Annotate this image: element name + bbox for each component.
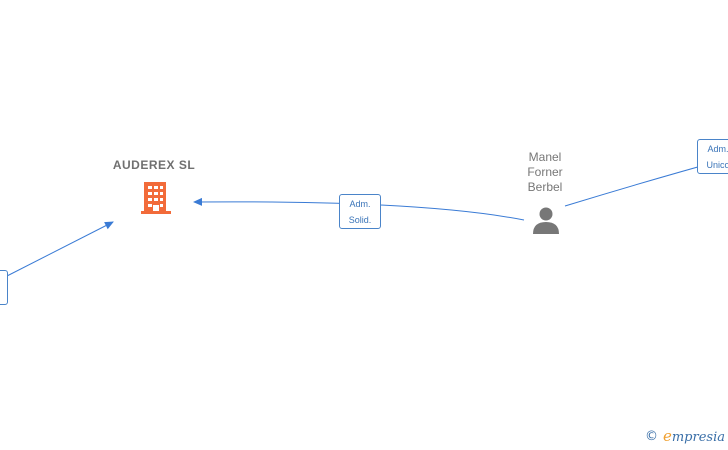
edge-person-to-company <box>193 197 525 221</box>
edge-label-line: Adm. <box>707 144 728 154</box>
edge-label-line: Adm. <box>349 199 371 209</box>
person-name[interactable]: Manel Forner Berbel <box>510 150 580 195</box>
person-name-line: Manel <box>528 150 562 164</box>
edge-label-offscreen[interactable] <box>0 270 8 305</box>
brand-name: mpresia <box>671 430 725 445</box>
edge-label-adm-solid[interactable]: Adm. Solid. <box>339 194 381 229</box>
edge-label-line: Solid. <box>348 215 372 225</box>
person-icon[interactable] <box>531 205 561 240</box>
brand-initial: e <box>662 427 672 445</box>
empresia-logo: © empresia <box>645 427 725 445</box>
person-name-line: Forner <box>527 165 563 179</box>
edge-label-adm-unico[interactable]: Adm. Unico <box>697 139 728 174</box>
edge-label-line: Unico <box>706 160 728 170</box>
person-name-line: Berbel <box>527 180 563 194</box>
edge-offscreen-to-company <box>4 221 114 278</box>
company-name[interactable]: AUDEREX SL <box>112 158 196 172</box>
copyright-icon: © <box>644 428 658 444</box>
building-icon[interactable] <box>139 180 173 221</box>
